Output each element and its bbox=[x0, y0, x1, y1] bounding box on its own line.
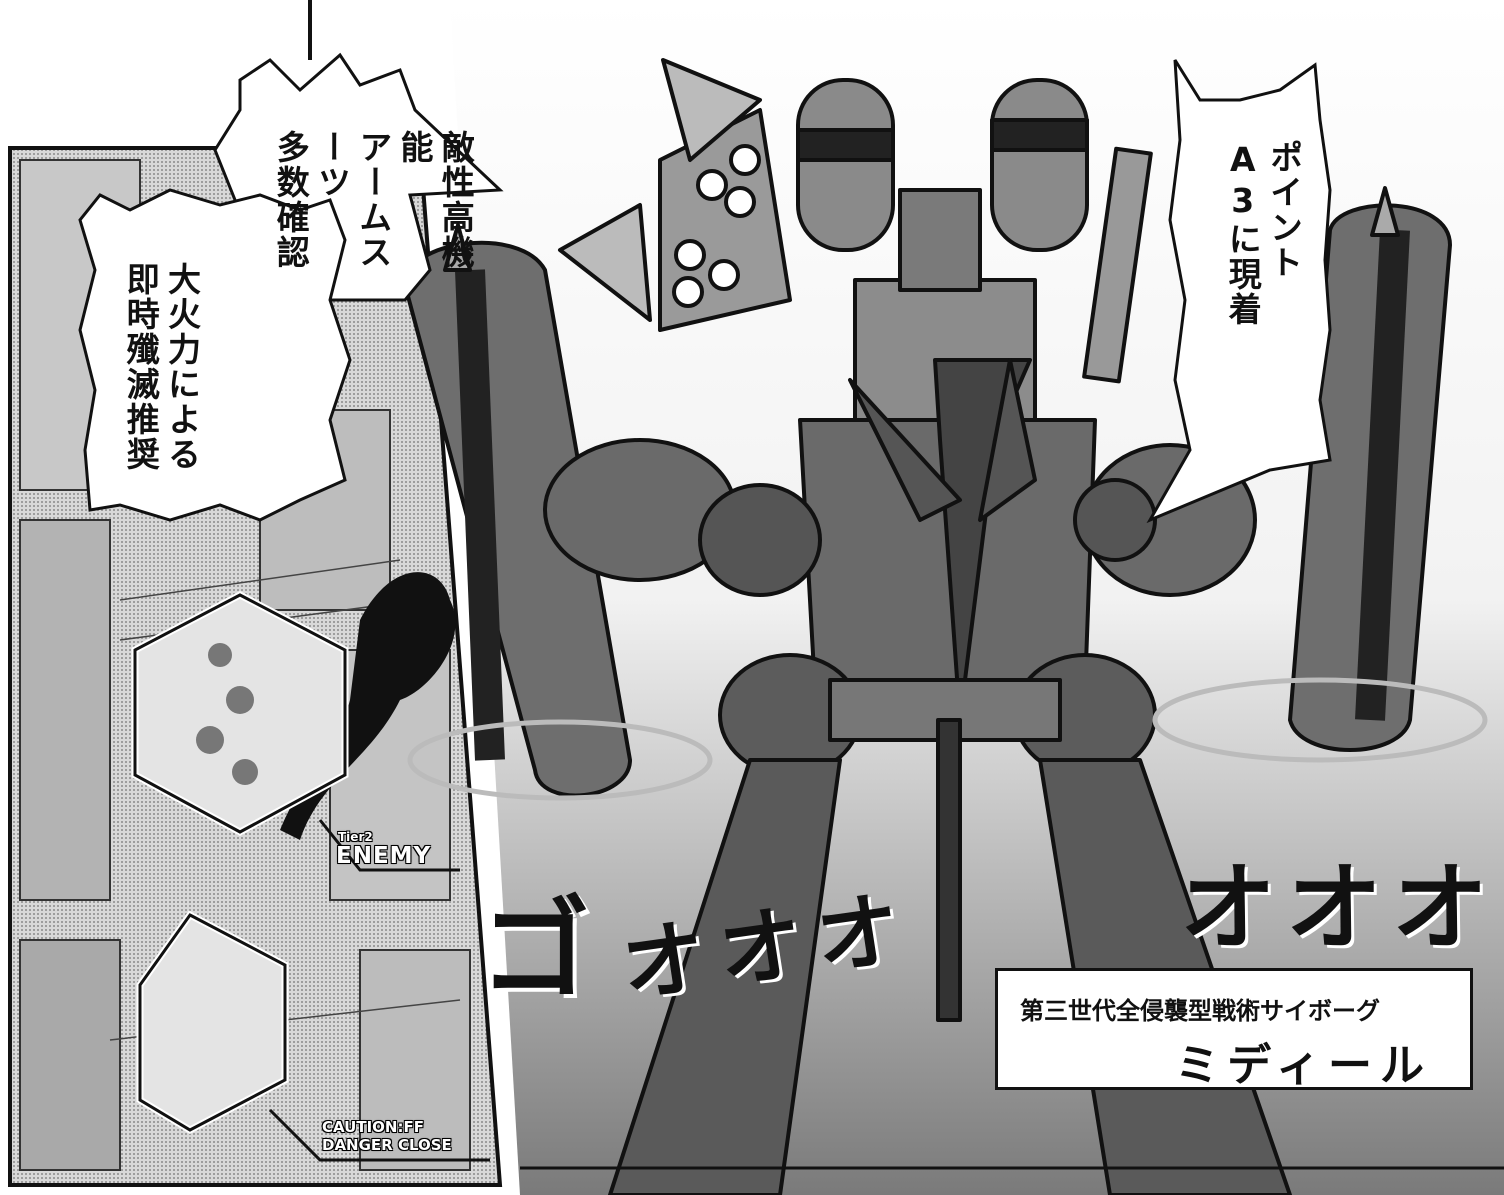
bubble-line-5: 即時殲滅推奨 bbox=[121, 262, 161, 472]
bubble-line-4: 大火力による bbox=[162, 262, 202, 472]
caption-subtitle: 第三世代全侵襲型戦術サイボーグ bbox=[1020, 997, 1380, 1025]
hud-caution-line2: DANGER CLOSE bbox=[322, 1136, 452, 1154]
bubble-line-2: アームスーツ bbox=[312, 130, 393, 270]
sfx-go: ゴ bbox=[480, 886, 590, 1014]
hud-tier-label: Tier2 bbox=[338, 830, 373, 844]
bubble-text-arms-suits: 敵性高機能 アームスーツ 多数確認 bbox=[270, 130, 476, 300]
hud-enemy-label: ENEMY bbox=[336, 843, 432, 869]
hud-caution-line1: CAUTION:FF bbox=[322, 1118, 424, 1136]
bubble-line-3: 多数確認 bbox=[271, 130, 311, 270]
bubble-line-7: A3に現着 bbox=[1223, 140, 1263, 327]
speech-bubble-shapes bbox=[78, 0, 1332, 524]
sfx-oo-end: オオオ bbox=[1180, 852, 1498, 964]
bubble-text-point-a3: ポイント A3に現着 bbox=[1222, 140, 1305, 440]
caption-name: ミディール bbox=[1175, 1040, 1432, 1091]
bubble-text-firepower: 大火力による 即時殲滅推奨 bbox=[120, 262, 203, 492]
bubble-line-6: ポイント bbox=[1264, 140, 1304, 280]
character-caption-box: 第三世代全侵襲型戦術サイボーグ ミディール bbox=[995, 968, 1473, 1091]
bubble-line-1: 敵性高機能 bbox=[395, 130, 476, 270]
mech-illustration bbox=[403, 58, 1452, 1195]
